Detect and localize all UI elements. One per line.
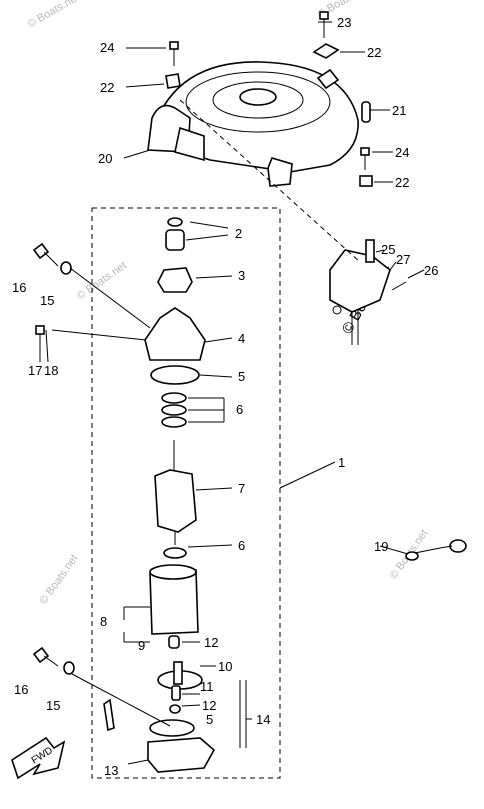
brush-12-lower [169,704,181,714]
fwd-arrow: FWD [11,736,66,780]
callout-3: 3 [238,268,245,283]
assembly-boundary [91,207,281,779]
callout-15-upper: 15 [40,293,54,308]
callout-12-lower: 12 [202,698,216,713]
armature-7 [154,440,197,545]
washer-6-b [161,404,187,416]
end-cover-13 [147,737,216,773]
gasket-5-upper [150,365,200,385]
callout-5-lower: 5 [206,712,213,727]
callout-24-right: 24 [395,145,409,160]
callout-22-right: 22 [395,175,409,190]
callout-1: 1 [338,455,345,470]
pinion-3 [157,267,193,293]
callout-15-lower: 15 [46,698,60,713]
bolt-24-left [169,41,179,66]
screw-left [103,698,115,732]
washer-22-top [312,43,340,59]
clip-22-left [165,73,181,89]
callout-16-upper: 16 [12,280,26,295]
bolt-16-upper [32,242,59,267]
bolt-24-right [360,147,370,170]
callout-27: 27 [396,252,410,267]
callout-23: 23 [337,15,351,30]
callout-6-upper: 6 [236,402,243,417]
callout-12-upper: 12 [204,635,218,650]
watermark-top-left: © Boats.net [26,0,82,31]
washer-15-lower [63,661,75,675]
washer-6-a [161,392,187,404]
brush-12-upper [168,635,180,649]
washer-15-upper [60,261,72,275]
callout-19: 19 [374,539,388,554]
callout-22-left: 22 [100,80,114,95]
callout-2: 2 [235,226,242,241]
callout-8: 8 [100,614,107,629]
pin-21 [361,101,371,123]
collar-2 [165,229,185,251]
callout-4: 4 [238,331,245,346]
watermark-low-left: © Boats.net [38,553,81,607]
callout-24-left: 24 [100,40,114,55]
callout-16-lower: 16 [14,682,28,697]
washer-6-lower [163,547,187,559]
callout-11: 11 [200,679,214,694]
bracket-assembly [329,239,407,345]
washer-6-c [161,416,187,428]
collar-2-top [167,217,183,227]
callout-5-upper: 5 [238,369,245,384]
callout-22-top: 22 [367,45,381,60]
callout-14: 14 [256,712,270,727]
callout-6-lower: 6 [238,538,245,553]
yoke-8 [149,564,199,635]
callout-13: 13 [104,763,118,778]
plug-17-18 [35,325,45,335]
spring-11 [171,685,181,701]
callout-25: 25 [381,242,395,257]
callout-18: 18 [44,363,58,378]
callouts: 23 22 21 24 22 24 22 20 2 3 4 5 6 7 6 1 … [12,15,438,778]
cable-19 [405,539,467,561]
callout-21: 21 [392,103,406,118]
callout-9: 9 [138,638,145,653]
callout-7: 7 [238,481,245,496]
callout-17: 17 [28,363,42,378]
callout-10: 10 [218,659,232,674]
watermark-mid-left: © Boats.net [75,260,129,303]
callout-20: 20 [98,151,112,166]
clip-22-right [359,175,373,187]
leader-cover [179,99,361,263]
end-cover-4 [144,307,206,361]
bolt-23 [319,11,329,38]
bolt-16-lower [32,646,59,667]
brush-holder-10 [157,661,203,690]
gasket-5-lower [149,719,195,737]
leader-lines [39,21,425,765]
flywheel-cover [147,61,359,187]
callout-26: 26 [424,263,438,278]
